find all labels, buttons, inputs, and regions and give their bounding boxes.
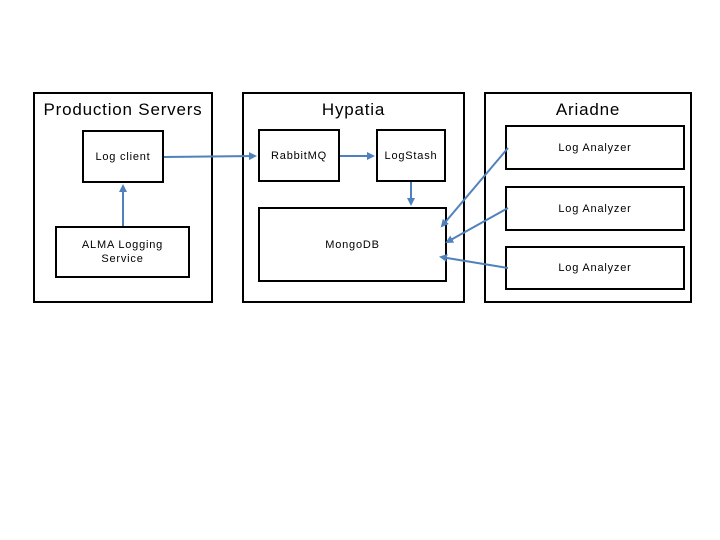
node-log-analyzer-2-label: Log Analyzer (558, 202, 632, 215)
node-log-client-label: Log client (95, 150, 151, 163)
node-rabbitmq-label: RabbitMQ (271, 149, 327, 162)
node-mongodb: MongoDB (258, 207, 447, 282)
node-log-analyzer-3-label: Log Analyzer (558, 262, 632, 274)
arrow-analyzer-1-to-mongodb (440, 147, 509, 228)
arrow-log-client-to-rabbitmq (163, 152, 257, 161)
node-alma-logging-service-label: ALMA Logging Service (81, 239, 164, 265)
node-logstash-label: LogStash (384, 149, 438, 162)
group-title-production-servers: Production Servers (43, 100, 203, 119)
node-log-analyzer-3: Log Analyzer (505, 246, 685, 290)
node-mongodb-label: MongoDB (325, 238, 380, 251)
group-title-ariadne: Ariadne (555, 100, 621, 119)
node-log-analyzer-1-label: Log Analyzer (558, 141, 632, 154)
node-logstash: LogStash (376, 129, 446, 182)
node-alma-logging-service: ALMA Logging Service (55, 226, 190, 278)
node-log-analyzer-1: Log Analyzer (505, 125, 685, 170)
arrow-analyzer-3-to-mongodb (439, 254, 509, 269)
node-log-analyzer-2: Log Analyzer (505, 186, 685, 231)
arrow-analyzer-2-to-mongodb (445, 207, 509, 243)
group-title-hypatia: Hypatia (321, 100, 386, 119)
node-rabbitmq: RabbitMQ (258, 129, 340, 182)
node-log-client: Log client (82, 130, 164, 183)
